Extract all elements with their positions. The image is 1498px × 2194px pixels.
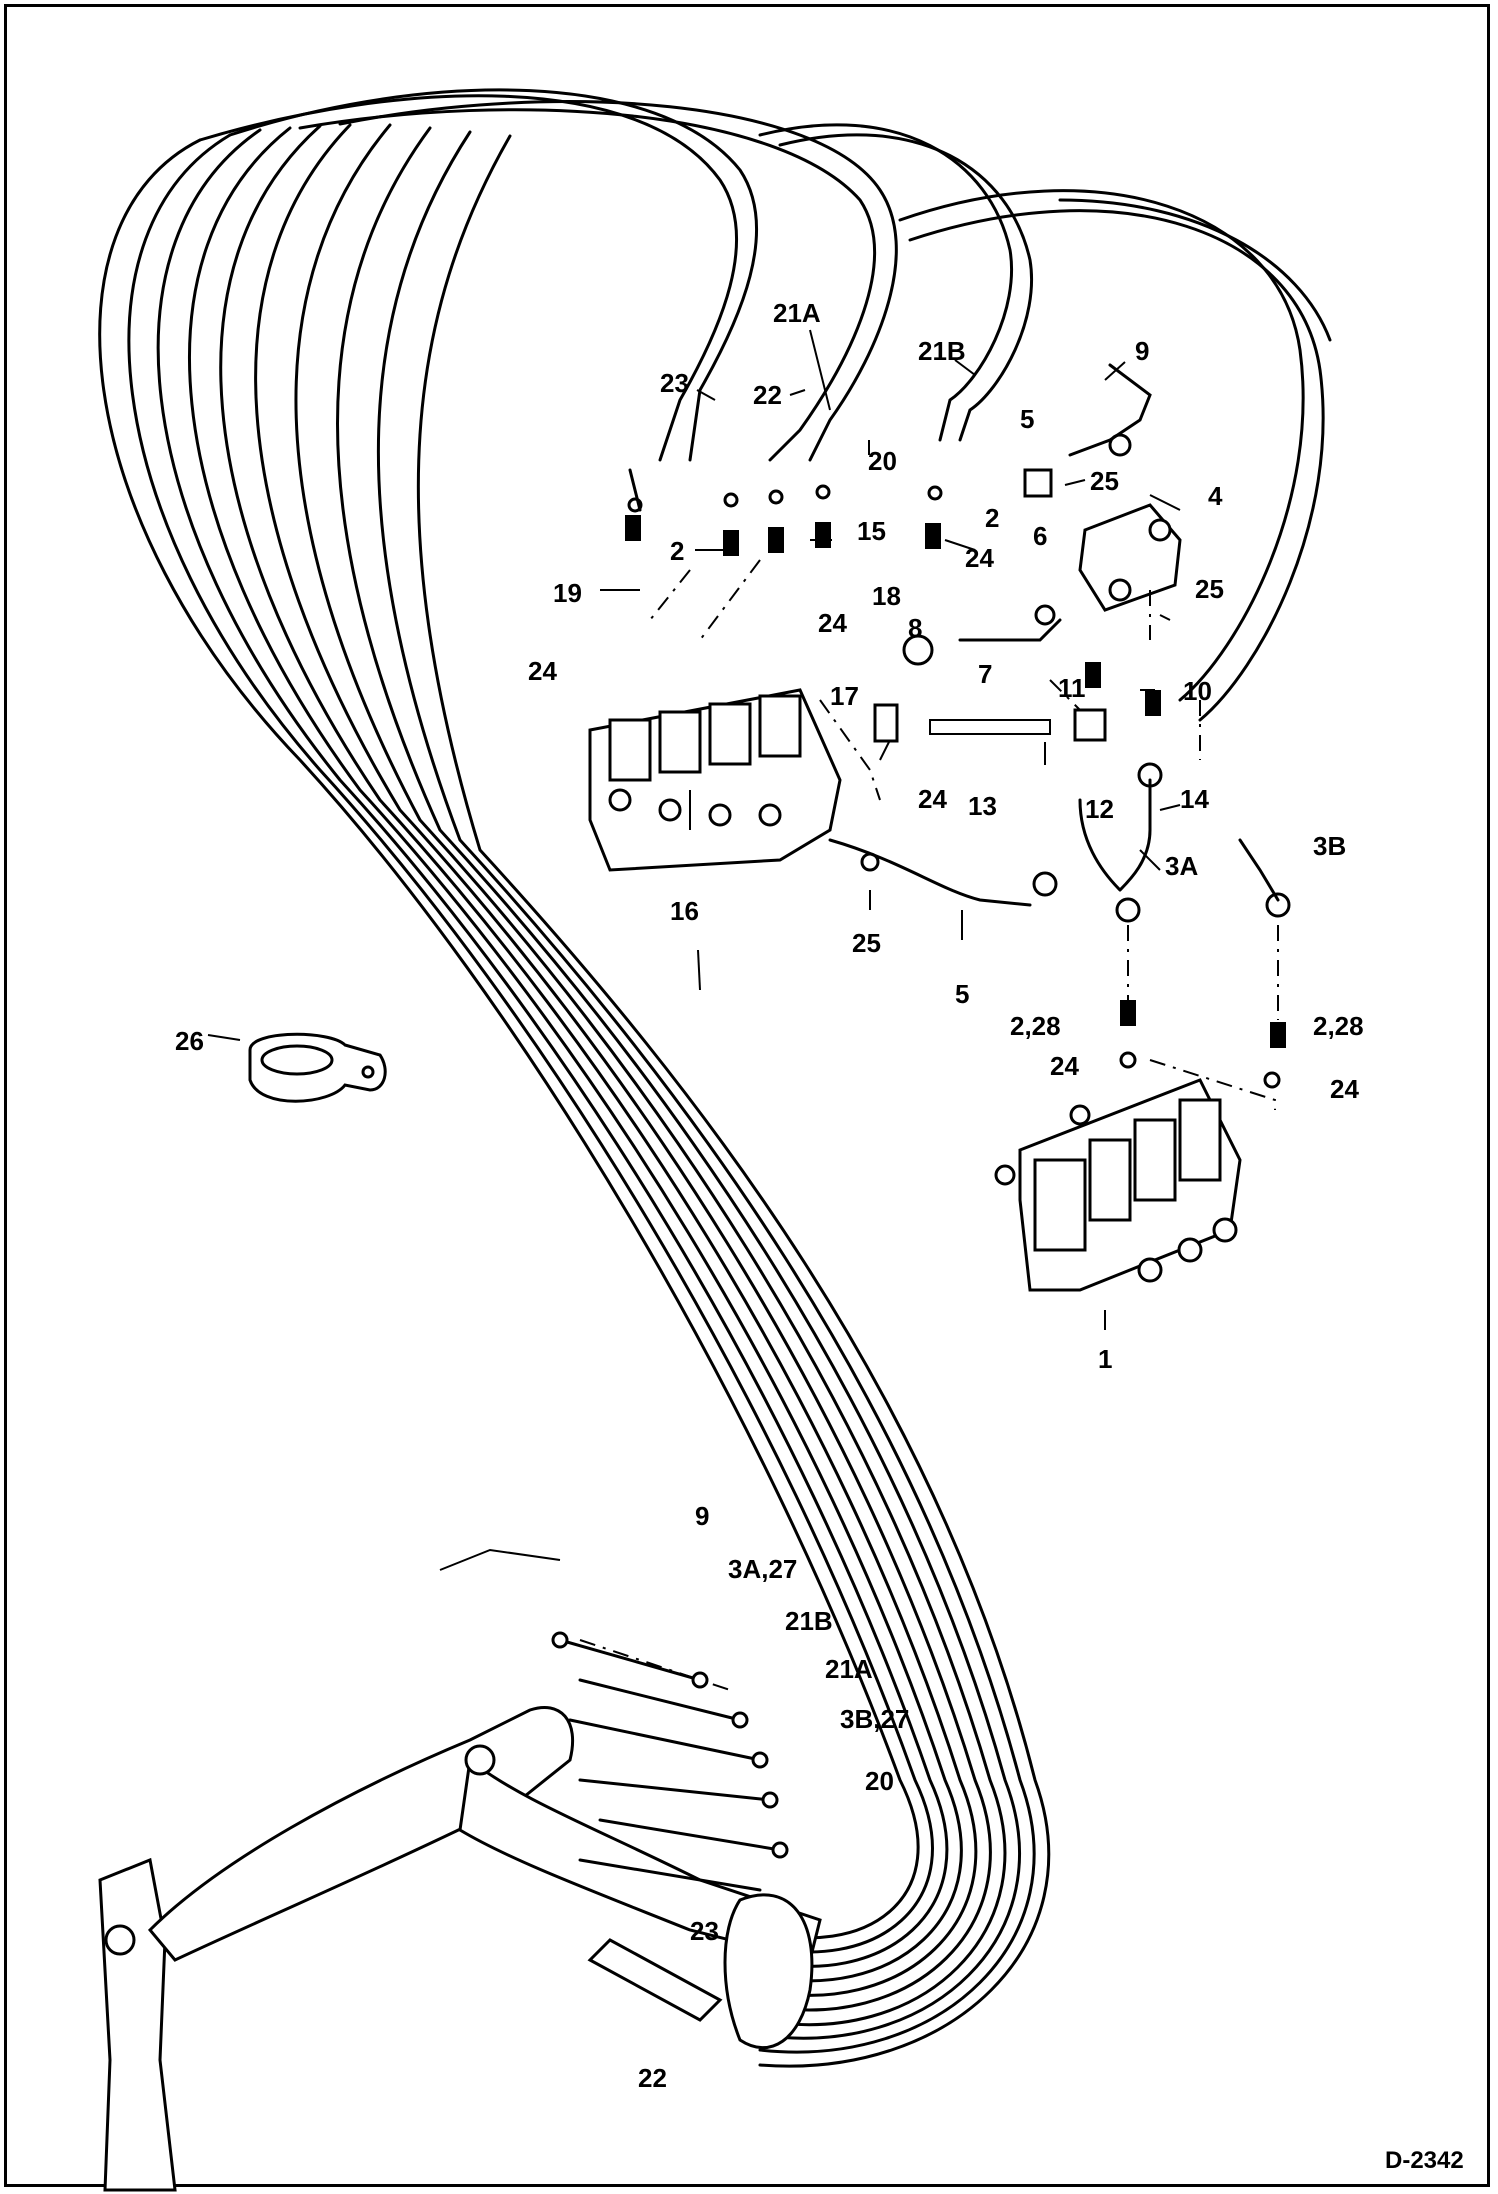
- callout-13: 13: [968, 791, 997, 821]
- boom-assembly: [98, 1548, 822, 2192]
- callout-9-top: 9: [1135, 336, 1149, 366]
- fittings: [625, 433, 1291, 1089]
- callout-9-bottom: 9: [695, 1501, 709, 1531]
- callout-26: 26: [175, 1026, 204, 1056]
- callout-21b-bottom: 21B: [785, 1606, 833, 1636]
- callout-11: 11: [1058, 673, 1086, 703]
- callout-21a-bottom: 21A: [825, 1654, 873, 1684]
- callout-16: 16: [670, 896, 699, 926]
- callout-21b-top: 21B: [918, 336, 966, 366]
- hose-clamp: [248, 1032, 387, 1103]
- callout-5-top: 5: [1020, 404, 1034, 434]
- lower-valve-block: [994, 1078, 1242, 1292]
- callout-7: 7: [978, 659, 992, 689]
- callout-24-upper-right: 24: [965, 543, 994, 573]
- callout-2-left: 2: [670, 536, 684, 566]
- callout-21a-top: 21A: [773, 298, 821, 328]
- callout-15: 15: [857, 516, 886, 546]
- callout-24-mid-right: 24: [1330, 1074, 1359, 1104]
- hose-bundle: [98, 88, 1332, 2068]
- diagram-frame: [4, 4, 1490, 2187]
- figure-id: D-2342: [1385, 2147, 1464, 2174]
- callout-25-bottom: 25: [852, 928, 881, 958]
- callout-2-28-right: 2,28: [1313, 1011, 1364, 1041]
- callout-22-top: 22: [753, 380, 782, 410]
- callout-2-right: 2: [985, 503, 999, 533]
- callout-22-bottom: 22: [638, 2063, 667, 2093]
- callout-17: 17: [830, 681, 859, 711]
- callout-23-top: 23: [660, 368, 689, 398]
- callout-23-bottom: 23: [690, 1916, 719, 1946]
- callout-24-center: 24: [818, 608, 847, 638]
- upper-valve-block: [588, 688, 842, 872]
- callout-20-top: 20: [868, 446, 897, 476]
- callout-25-right: 25: [1195, 574, 1224, 604]
- callout-labels: 21A 21B 9 23 22 20 5 25 4 2 15 2 24 6 18…: [175, 298, 1464, 2174]
- callout-4: 4: [1208, 481, 1223, 511]
- valve-connections: [628, 363, 1280, 1110]
- callout-19: 19: [553, 578, 582, 608]
- callout-3b: 3B: [1313, 831, 1346, 861]
- callout-1: 1: [1098, 1344, 1112, 1374]
- callout-20-bottom: 20: [865, 1766, 894, 1796]
- callout-6: 6: [1033, 521, 1047, 551]
- callout-3a: 3A: [1165, 851, 1198, 881]
- callout-24-left: 24: [528, 656, 557, 686]
- callout-2-28-left: 2,28: [1010, 1011, 1061, 1041]
- callout-18: 18: [872, 581, 901, 611]
- callout-12: 12: [1085, 794, 1114, 824]
- callout-14: 14: [1180, 784, 1209, 814]
- callout-8: 8: [908, 613, 922, 643]
- callout-10: 10: [1183, 676, 1212, 706]
- callout-24-lower: 24: [918, 784, 947, 814]
- boom-hoses: [551, 1631, 789, 1892]
- callout-3a-27: 3A,27: [728, 1554, 797, 1584]
- callout-25-top: 25: [1090, 466, 1119, 496]
- callout-5-bottom: 5: [955, 979, 969, 1009]
- shuttle-valve: [1078, 503, 1182, 612]
- callout-leaders: [207, 329, 1181, 1330]
- callout-3b-27: 3B,27: [840, 1704, 909, 1734]
- callout-24-mid-left: 24: [1050, 1051, 1079, 1081]
